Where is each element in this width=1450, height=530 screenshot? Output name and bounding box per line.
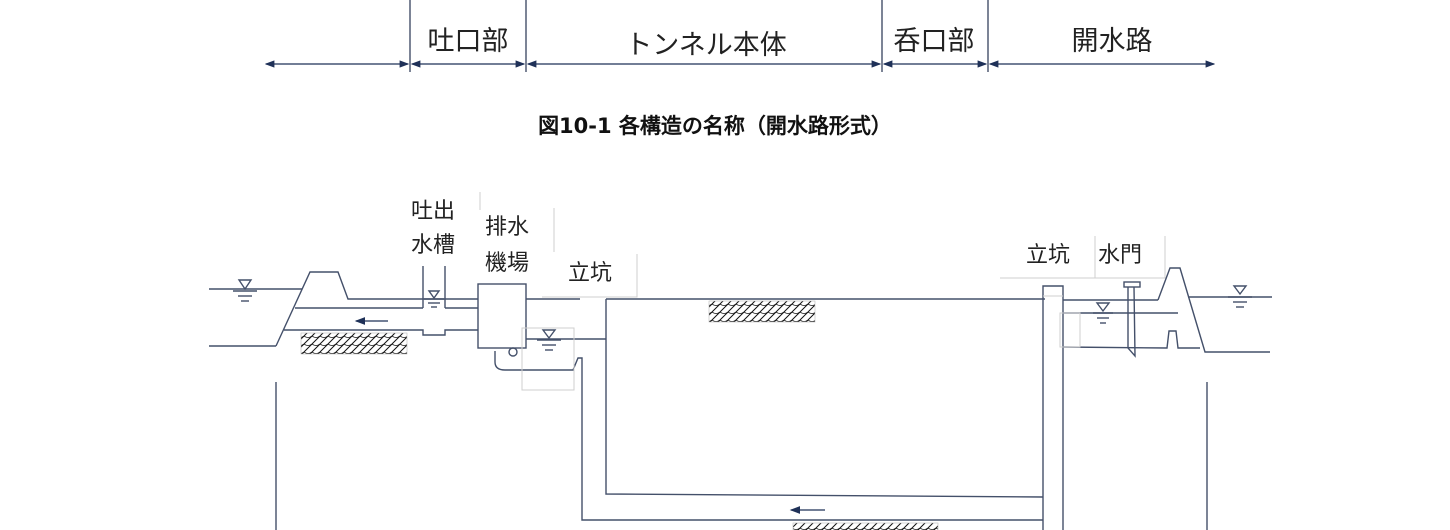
water-level-icons — [233, 279, 1252, 351]
section-open-channel: 開水路 — [1072, 26, 1153, 57]
section-outlet: 吐口部 — [428, 26, 509, 57]
label-discharge-tank-2: 水槽 — [411, 233, 455, 258]
outlet-structure — [209, 266, 478, 530]
water-level-icon — [424, 290, 444, 308]
water-level-icon — [537, 329, 561, 351]
inlet-structure — [1042, 267, 1272, 530]
label-shaft-left: 立坑 — [568, 261, 612, 286]
tunnel-body — [605, 298, 1045, 530]
label-pump-station-1: 排水 — [485, 215, 529, 240]
section-tunnel-body: トンネル本体 — [625, 30, 786, 61]
label-discharge-tank-1: 吐出 — [411, 199, 455, 224]
label-shaft-right: 立坑 — [1026, 243, 1070, 268]
label-frames — [479, 192, 1166, 298]
section-dimension-bar: 吐口部 トンネル本体 呑口部 開水路 — [264, 0, 1216, 72]
foundation-hatch — [792, 522, 939, 530]
foundation-hatch — [708, 300, 816, 323]
label-pump-station-2: 機場 — [485, 251, 529, 276]
water-level-icon — [1228, 285, 1252, 308]
foundation-hatch — [300, 332, 408, 355]
pump-station — [477, 283, 1043, 521]
water-level-icon — [233, 279, 257, 302]
label-sluice-gate: 水門 — [1098, 243, 1142, 268]
water-level-icon — [1093, 302, 1113, 324]
section-inlet: 呑口部 — [894, 26, 975, 57]
sluice-gate — [1123, 281, 1141, 358]
figure-caption: 図10-1 各構造の名称（開水路形式） — [538, 114, 892, 138]
